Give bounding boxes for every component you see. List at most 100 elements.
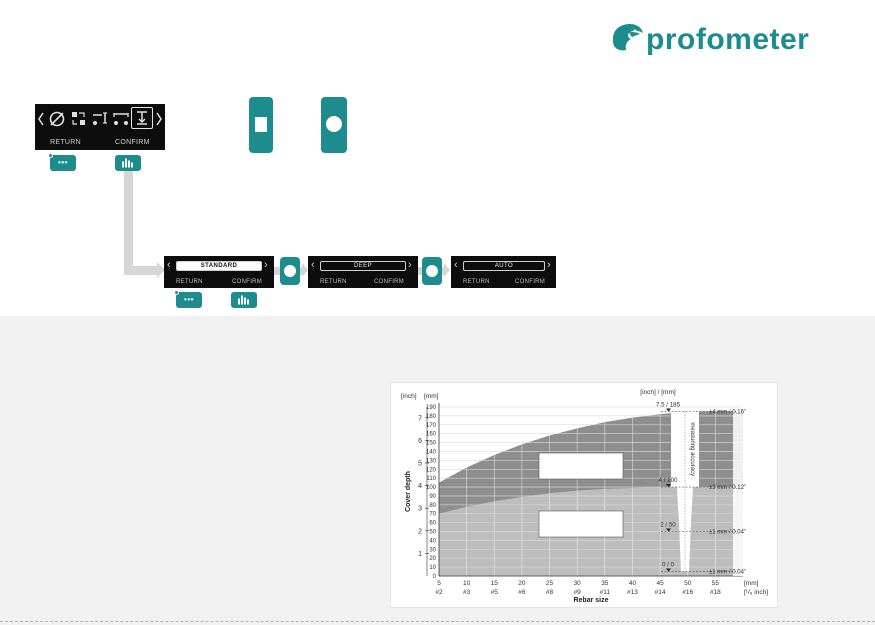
flow-arrow-icon bbox=[157, 262, 165, 278]
square-side-key[interactable] bbox=[249, 97, 273, 153]
y-tick-label-mm: 50 bbox=[429, 530, 436, 536]
flow-connector bbox=[418, 267, 422, 275]
y-tick-label-inch: 3 bbox=[418, 506, 422, 513]
circle-icon bbox=[284, 265, 296, 277]
flow-connector bbox=[274, 267, 280, 275]
circle-icon bbox=[326, 116, 342, 132]
x-tick-label-mm: 50 bbox=[684, 580, 692, 587]
x-tick-label-imperial: #2 bbox=[435, 589, 443, 596]
y-unit-left: [inch] bbox=[401, 393, 417, 400]
round-key[interactable] bbox=[422, 257, 442, 285]
y-tick-label-inch: 4 bbox=[418, 483, 422, 490]
chevron-right-icon[interactable]: › bbox=[547, 259, 551, 271]
cover-pair-icon[interactable] bbox=[111, 109, 131, 129]
brand-name: profometer bbox=[646, 23, 810, 56]
mode-value[interactable]: STANDARD bbox=[176, 261, 262, 271]
cover-measure-icon[interactable] bbox=[90, 109, 110, 129]
x-tick-label-mm: 20 bbox=[518, 580, 526, 587]
y-tick-label-mm: 130 bbox=[426, 458, 437, 464]
key-dot-icon bbox=[174, 290, 179, 295]
y-tick-label-mm: 0 bbox=[433, 574, 437, 580]
x-tick-label-mm: 35 bbox=[601, 580, 609, 587]
x-tick-label-imperial: #6 bbox=[518, 589, 526, 596]
return-label: RETURN bbox=[176, 279, 203, 285]
accuracy-depth-label: 0 / 0 bbox=[662, 562, 675, 569]
y-tick-label-mm: 150 bbox=[426, 441, 437, 447]
bars-icon bbox=[238, 295, 249, 305]
dots-icon: ••• bbox=[184, 295, 194, 304]
y-tick-label-mm: 140 bbox=[426, 449, 437, 455]
x-tick-label-imperial: #16 bbox=[682, 589, 693, 596]
return-key[interactable]: ••• bbox=[48, 153, 76, 171]
y-tick-label-mm: 100 bbox=[426, 485, 437, 491]
return-label: RETURN bbox=[50, 139, 81, 146]
y-tick-label-inch: 6 bbox=[418, 438, 422, 445]
x-unit-bottom: [¹/₈ inch] bbox=[744, 589, 768, 596]
accuracy-header: [inch] / [mm] bbox=[640, 389, 676, 396]
round-side-key[interactable] bbox=[321, 97, 347, 153]
depth-range-selected[interactable] bbox=[131, 107, 153, 129]
x-tick-label-mm: 45 bbox=[656, 580, 664, 587]
rebar-spacing-icon[interactable] bbox=[69, 109, 89, 129]
return-label: RETURN bbox=[463, 279, 490, 285]
chevron-left-icon[interactable]: ‹ bbox=[311, 259, 315, 271]
chevron-left-icon[interactable] bbox=[36, 109, 46, 129]
y-tick-label-mm: 20 bbox=[429, 556, 436, 562]
confirm-label: CONFIRM bbox=[515, 279, 546, 285]
top-section: profometer RETURN CONFIRM ••• ‹ STANDARD… bbox=[35, 23, 810, 308]
x-tick-label-imperial: #18 bbox=[710, 589, 721, 596]
confirm-label: CONFIRM bbox=[232, 279, 263, 285]
accuracy-value-label: ±4 mm / 0.16” bbox=[709, 409, 746, 415]
chevron-right-icon[interactable] bbox=[154, 109, 164, 129]
x-tick-label-mm: 55 bbox=[712, 580, 720, 587]
accuracy-annotation: measuring accuracy bbox=[689, 422, 695, 476]
y-tick-label-mm: 110 bbox=[426, 476, 436, 482]
accuracy-marker-icon bbox=[666, 528, 671, 532]
confirm-key[interactable] bbox=[115, 155, 141, 171]
depth-range-icon bbox=[137, 111, 147, 125]
x-axis-title: Rebar size bbox=[573, 597, 608, 604]
accuracy-value-label: ±1 mm / 0.04” bbox=[709, 570, 746, 576]
diameter-icon[interactable] bbox=[47, 109, 67, 129]
y-tick-label-mm: 170 bbox=[426, 423, 437, 429]
accuracy-marker-icon bbox=[666, 408, 671, 412]
x-tick-label-imperial: #9 bbox=[574, 589, 582, 596]
x-tick-label-imperial: #8 bbox=[546, 589, 554, 596]
y-tick-label-mm: 80 bbox=[429, 503, 436, 509]
confirm-key[interactable] bbox=[231, 292, 257, 308]
round-key[interactable] bbox=[280, 257, 300, 285]
accuracy-right-strip bbox=[733, 411, 745, 576]
y-tick-label-inch: 5 bbox=[418, 461, 422, 468]
chevron-left-icon[interactable]: ‹ bbox=[167, 259, 171, 271]
y-tick-label-mm: 90 bbox=[429, 494, 436, 500]
divider bbox=[0, 621, 875, 622]
y-tick-label-inch: 2 bbox=[418, 528, 422, 535]
x-tick-label-mm: 40 bbox=[629, 580, 637, 587]
y-tick-label-mm: 10 bbox=[429, 565, 436, 571]
y-tick-label-mm: 160 bbox=[426, 432, 437, 438]
eagle-icon bbox=[613, 24, 643, 51]
chevron-right-icon[interactable]: › bbox=[264, 259, 268, 271]
x-tick-label-mm: 15 bbox=[491, 580, 499, 587]
x-tick-label-mm: 30 bbox=[574, 580, 582, 587]
return-key[interactable]: ••• bbox=[174, 290, 202, 308]
accuracy-value-label: ±3 mm / 0.12” bbox=[709, 485, 746, 491]
y-unit-right: [mm] bbox=[424, 393, 439, 400]
accuracy-depth-label: 7.5 / 185 bbox=[656, 401, 681, 408]
y-tick-label-mm: 180 bbox=[426, 414, 437, 420]
y-tick-label-mm: 60 bbox=[429, 521, 436, 527]
mode-value[interactable]: DEEP bbox=[320, 261, 406, 271]
y-tick-label-mm: 40 bbox=[429, 538, 436, 544]
chevron-right-icon[interactable]: › bbox=[408, 259, 412, 271]
chevron-left-icon[interactable]: ‹ bbox=[454, 259, 458, 271]
x-tick-label-imperial: #3 bbox=[463, 589, 471, 596]
circle-icon bbox=[426, 265, 438, 277]
dots-icon: ••• bbox=[58, 158, 68, 167]
key-dot-icon bbox=[48, 153, 53, 158]
mode-value[interactable]: AUTO bbox=[463, 261, 545, 271]
main-menu-display: RETURN CONFIRM bbox=[35, 104, 165, 150]
x-unit-top: [mm] bbox=[744, 580, 759, 587]
legend-box-lower bbox=[538, 510, 624, 538]
x-tick-label-mm: 10 bbox=[463, 580, 471, 587]
